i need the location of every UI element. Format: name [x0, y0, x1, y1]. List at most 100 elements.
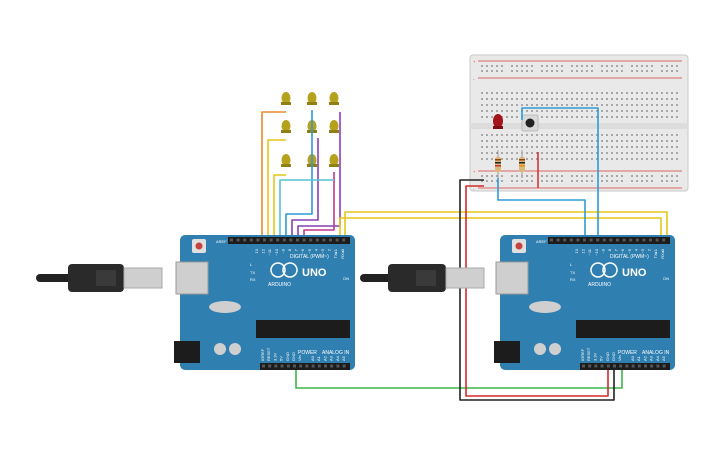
terminal-hole[interactable] [506, 92, 508, 94]
digital-pin-socket[interactable] [662, 238, 666, 242]
rail-hole[interactable] [611, 65, 613, 67]
wire-yellow-serial-2[interactable] [339, 217, 662, 240]
terminal-hole[interactable] [636, 98, 638, 100]
terminal-hole[interactable] [581, 152, 583, 154]
digital-pin-socket[interactable] [635, 238, 639, 242]
power-pin-socket[interactable] [336, 364, 340, 368]
terminal-hole[interactable] [556, 140, 558, 142]
terminal-hole[interactable] [531, 110, 533, 112]
terminal-hole[interactable] [676, 92, 678, 94]
terminal-hole[interactable] [481, 92, 483, 94]
terminal-hole[interactable] [656, 98, 658, 100]
arduino-board-2[interactable]: UNO ARDUINO DIGITAL (PWM~) POWER ANALOG … [494, 235, 675, 370]
terminal-hole[interactable] [511, 116, 513, 118]
led[interactable] [281, 120, 291, 133]
terminal-hole[interactable] [541, 140, 543, 142]
terminal-hole[interactable] [526, 152, 528, 154]
terminal-hole[interactable] [551, 158, 553, 160]
rail-hole[interactable] [616, 180, 618, 182]
rail-hole[interactable] [511, 175, 513, 177]
terminal-hole[interactable] [666, 110, 668, 112]
terminal-hole[interactable] [566, 140, 568, 142]
terminal-hole[interactable] [611, 134, 613, 136]
terminal-hole[interactable] [581, 104, 583, 106]
rail-hole[interactable] [501, 65, 503, 67]
rail-hole[interactable] [631, 180, 633, 182]
terminal-hole[interactable] [616, 140, 618, 142]
terminal-hole[interactable] [656, 134, 658, 136]
rail-hole[interactable] [631, 65, 633, 67]
rail-hole[interactable] [501, 175, 503, 177]
terminal-hole[interactable] [671, 104, 673, 106]
terminal-hole[interactable] [671, 98, 673, 100]
digital-pin-socket[interactable] [609, 238, 613, 242]
terminal-hole[interactable] [641, 158, 643, 160]
terminal-hole[interactable] [631, 134, 633, 136]
terminal-hole[interactable] [596, 98, 598, 100]
digital-pin-socket[interactable] [282, 238, 286, 242]
rail-hole[interactable] [636, 65, 638, 67]
rail-hole[interactable] [541, 65, 543, 67]
rail-hole[interactable] [586, 180, 588, 182]
terminal-hole[interactable] [671, 92, 673, 94]
rail-hole[interactable] [481, 65, 483, 67]
led[interactable] [329, 120, 339, 133]
terminal-hole[interactable] [586, 92, 588, 94]
rail-hole[interactable] [641, 65, 643, 67]
rail-hole[interactable] [601, 180, 603, 182]
terminal-hole[interactable] [551, 110, 553, 112]
terminal-hole[interactable] [586, 158, 588, 160]
rail-hole[interactable] [661, 70, 663, 72]
rail-hole[interactable] [611, 180, 613, 182]
terminal-hole[interactable] [486, 116, 488, 118]
power-pin-socket[interactable] [600, 364, 604, 368]
terminal-hole[interactable] [626, 98, 628, 100]
terminal-hole[interactable] [651, 158, 653, 160]
push-button[interactable] [521, 114, 539, 132]
rail-hole[interactable] [486, 70, 488, 72]
terminal-hole[interactable] [586, 134, 588, 136]
digital-pin-socket[interactable] [589, 238, 593, 242]
rail-hole[interactable] [571, 65, 573, 67]
digital-pin-socket[interactable] [616, 238, 619, 242]
resistor-2[interactable] [519, 150, 525, 178]
terminal-hole[interactable] [611, 104, 613, 106]
terminal-hole[interactable] [666, 134, 668, 136]
digital-pin-socket[interactable] [642, 238, 646, 242]
terminal-hole[interactable] [551, 92, 553, 94]
terminal-hole[interactable] [496, 104, 498, 106]
rail-hole[interactable] [526, 70, 528, 72]
terminal-hole[interactable] [616, 104, 618, 106]
terminal-hole[interactable] [496, 152, 498, 154]
terminal-hole[interactable] [646, 92, 648, 94]
terminal-hole[interactable] [616, 98, 618, 100]
digital-pin-socket[interactable] [296, 238, 299, 242]
power-pin-socket[interactable] [286, 364, 290, 368]
wire-blue-led-bb[interactable] [497, 178, 586, 240]
terminal-hole[interactable] [636, 104, 638, 106]
terminal-hole[interactable] [516, 104, 518, 106]
power-pin-socket[interactable] [280, 364, 284, 368]
terminal-hole[interactable] [566, 158, 568, 160]
terminal-hole[interactable] [571, 134, 573, 136]
rail-hole[interactable] [491, 180, 493, 182]
terminal-hole[interactable] [626, 152, 628, 154]
terminal-hole[interactable] [606, 146, 608, 148]
rail-hole[interactable] [606, 175, 608, 177]
terminal-hole[interactable] [571, 92, 573, 94]
rail-hole[interactable] [556, 175, 558, 177]
rail-hole[interactable] [671, 175, 673, 177]
rail-hole[interactable] [676, 70, 678, 72]
terminal-hole[interactable] [586, 116, 588, 118]
terminal-hole[interactable] [616, 152, 618, 154]
terminal-hole[interactable] [556, 104, 558, 106]
terminal-hole[interactable] [556, 116, 558, 118]
terminal-hole[interactable] [576, 152, 578, 154]
terminal-hole[interactable] [591, 152, 593, 154]
rail-hole[interactable] [491, 65, 493, 67]
rail-hole[interactable] [561, 70, 563, 72]
terminal-hole[interactable] [651, 104, 653, 106]
terminal-hole[interactable] [666, 116, 668, 118]
rail-hole[interactable] [546, 175, 548, 177]
rail-hole[interactable] [581, 175, 583, 177]
